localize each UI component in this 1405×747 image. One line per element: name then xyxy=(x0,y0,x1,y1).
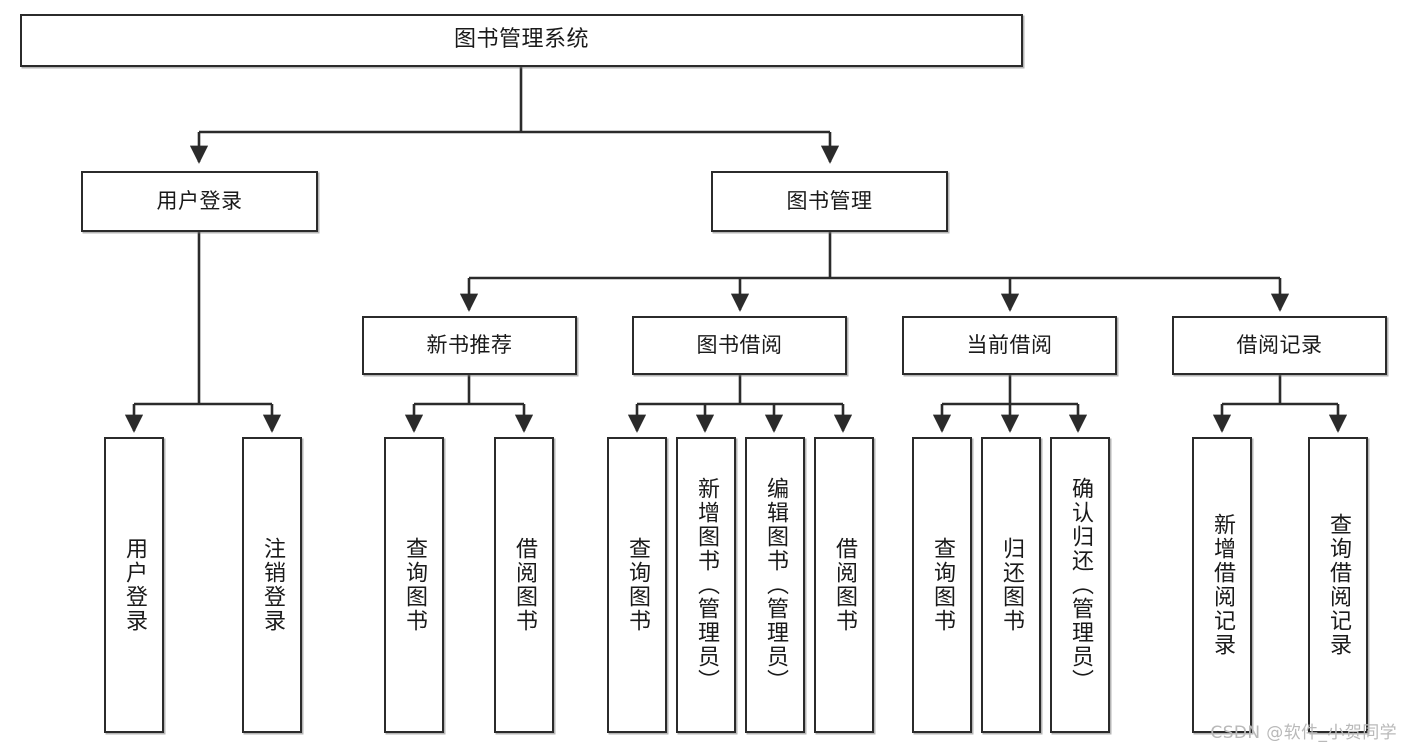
node-label: 查询图书 xyxy=(624,537,650,633)
node-label: 归还图书 xyxy=(998,537,1024,633)
leaf-add-book-admin[interactable]: 新增图书（管理员） xyxy=(676,437,736,733)
node-label: 用户登录 xyxy=(121,537,147,633)
leaf-query-books-borrow[interactable]: 查询图书 xyxy=(607,437,667,733)
node-label: 图书管理 xyxy=(786,188,873,213)
node-label: 新增图书（管理员） xyxy=(693,477,719,693)
node-label: 借阅图书 xyxy=(511,537,537,633)
leaf-borrow-books[interactable]: 借阅图书 xyxy=(814,437,874,733)
node-label: 新书推荐 xyxy=(426,332,513,357)
node-root-system[interactable]: 图书管理系统 xyxy=(20,14,1023,67)
node-label: 确认归还（管理员） xyxy=(1067,477,1093,693)
node-label: 当前借阅 xyxy=(966,332,1053,357)
node-label: 借阅图书 xyxy=(831,537,857,633)
node-book-management-module[interactable]: 图书管理 xyxy=(711,171,948,232)
node-label: 新增借阅记录 xyxy=(1209,513,1235,657)
node-label: 用户登录 xyxy=(156,188,243,213)
leaf-return-books[interactable]: 归还图书 xyxy=(981,437,1041,733)
leaf-query-books-recommend[interactable]: 查询图书 xyxy=(384,437,444,733)
node-new-book-recommend[interactable]: 新书推荐 xyxy=(362,316,577,375)
leaf-query-books-current[interactable]: 查询图书 xyxy=(912,437,972,733)
node-label: 借阅记录 xyxy=(1236,332,1323,357)
leaf-borrow-books-recommend[interactable]: 借阅图书 xyxy=(494,437,554,733)
node-label: 查询图书 xyxy=(929,537,955,633)
leaf-user-logout[interactable]: 注销登录 xyxy=(242,437,302,733)
leaf-user-login[interactable]: 用户登录 xyxy=(104,437,164,733)
node-label: 查询借阅记录 xyxy=(1325,513,1351,657)
watermark-text: CSDN @软件_小贺同学 xyxy=(1210,723,1397,743)
node-label: 查询图书 xyxy=(401,537,427,633)
node-user-login-module[interactable]: 用户登录 xyxy=(81,171,318,232)
leaf-query-borrow-record[interactable]: 查询借阅记录 xyxy=(1308,437,1368,733)
node-book-borrow[interactable]: 图书借阅 xyxy=(632,316,847,375)
node-current-borrow[interactable]: 当前借阅 xyxy=(902,316,1117,375)
leaf-confirm-return-admin[interactable]: 确认归还（管理员） xyxy=(1050,437,1110,733)
node-label: 图书借阅 xyxy=(696,332,783,357)
leaf-add-borrow-record[interactable]: 新增借阅记录 xyxy=(1192,437,1252,733)
node-borrow-records[interactable]: 借阅记录 xyxy=(1172,316,1387,375)
node-label: 编辑图书（管理员） xyxy=(762,477,788,693)
leaf-edit-book-admin[interactable]: 编辑图书（管理员） xyxy=(745,437,805,733)
node-label: 图书管理系统 xyxy=(453,27,589,53)
node-label: 注销登录 xyxy=(259,537,285,633)
